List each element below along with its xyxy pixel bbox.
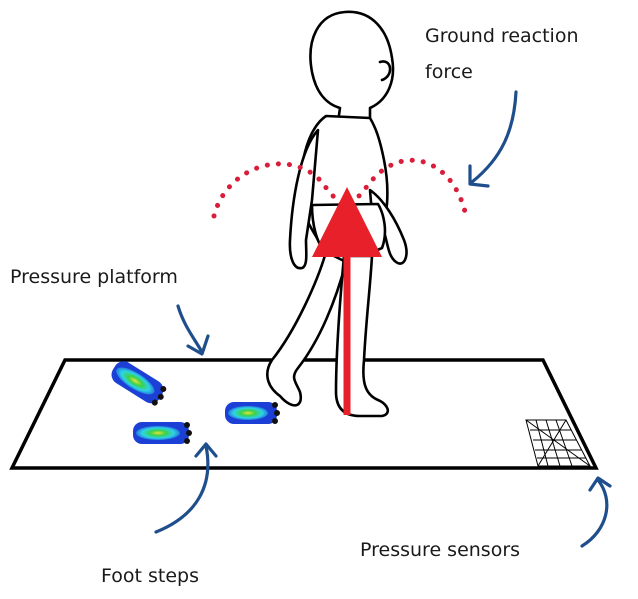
footprint-2 xyxy=(225,402,280,424)
label-ground-reaction-force-line2: force xyxy=(425,61,473,83)
label-pressure-platform: Pressure platform xyxy=(10,266,178,288)
label-ground-reaction-force-line1: Ground reaction xyxy=(425,25,579,47)
label-foot-steps: Foot steps xyxy=(101,565,199,587)
footprint-3 xyxy=(133,422,192,444)
arrow-footsteps xyxy=(154,444,210,534)
trajectory-dotted-arc xyxy=(211,157,469,219)
arrow-sensors xyxy=(580,478,609,548)
pressure-platform xyxy=(9,358,599,470)
label-pressure-sensors: Pressure sensors xyxy=(360,539,520,561)
footprint-1 xyxy=(111,361,167,406)
pressure-sensor-grid xyxy=(525,419,591,467)
child-figure xyxy=(266,10,408,418)
arrow-platform xyxy=(176,304,204,354)
arrow-grf xyxy=(470,90,518,184)
blue-arrows xyxy=(154,90,612,548)
